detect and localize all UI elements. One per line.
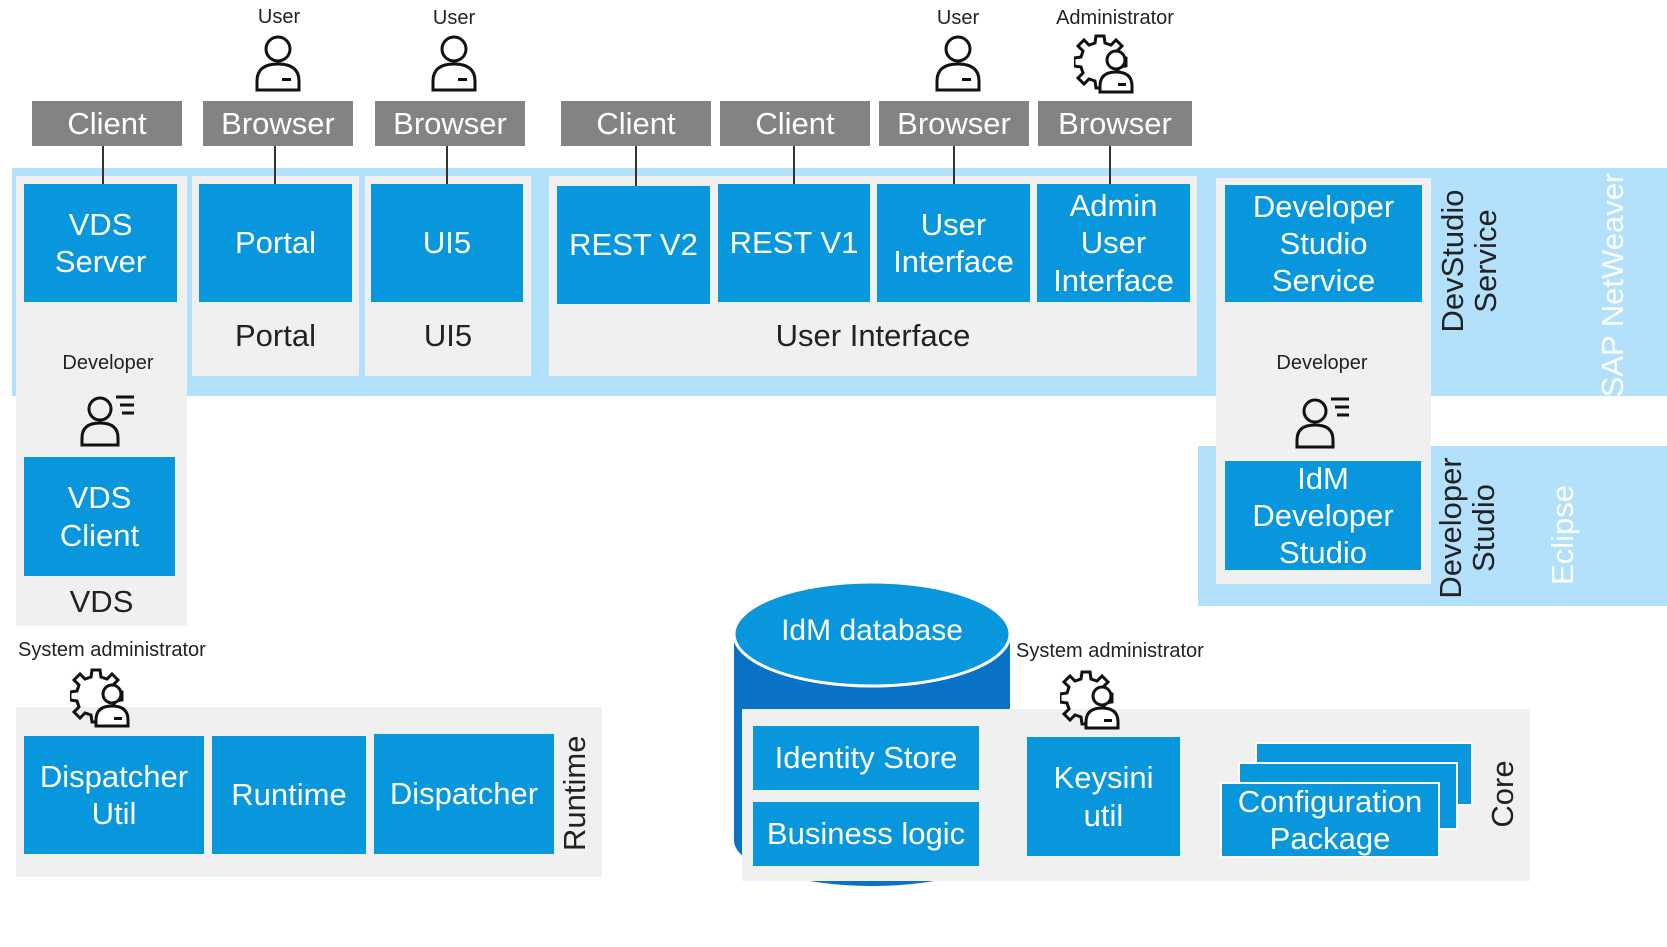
group-label-runtime: Runtime	[557, 735, 592, 851]
system-administrator-icon	[70, 666, 136, 728]
role-label-system-administrator: System administrator	[1016, 640, 1204, 662]
user-icon	[254, 33, 302, 93]
group-label-developer-studio: Developer Studio	[1433, 457, 1501, 599]
connector	[446, 146, 448, 184]
user-icon	[934, 33, 982, 93]
role-label-user-ui5: User	[432, 7, 476, 29]
browser-box: Browser	[203, 101, 353, 146]
client-box: Client	[561, 101, 711, 146]
group-label-ui5: UI5	[423, 318, 473, 353]
connector	[274, 146, 276, 184]
rest-v1-box: REST V1	[718, 184, 870, 302]
role-label-user-ui: User	[936, 7, 980, 29]
browser-box: Browser	[1038, 101, 1192, 146]
platform-label-sap-netweaver: SAP NetWeaver	[1595, 172, 1630, 398]
role-label-administrator: Administrator	[1056, 7, 1174, 29]
connector	[793, 146, 795, 184]
browser-box: Browser	[879, 101, 1029, 146]
idm-developer-studio-box: IdM Developer Studio	[1225, 461, 1421, 570]
ui5-box: UI5	[371, 184, 523, 302]
developer-icon	[80, 393, 136, 447]
dispatcher-box: Dispatcher	[374, 734, 554, 854]
configuration-package-box: Configuration Package	[1220, 782, 1440, 858]
connector	[953, 146, 955, 184]
dispatcher-util-box: Dispatcher Util	[24, 736, 204, 854]
rest-v2-box: REST V2	[557, 186, 710, 304]
client-box: Client	[32, 101, 182, 146]
group-label-portal: Portal	[235, 318, 316, 353]
user-icon	[430, 33, 478, 93]
developer-studio-service-box: Developer Studio Service	[1225, 185, 1422, 302]
client-box: Client	[720, 101, 870, 146]
role-label-developer: Developer	[1276, 352, 1368, 374]
user-interface-box: User Interface	[877, 184, 1030, 302]
group-label-core: Core	[1485, 760, 1520, 828]
vds-server-box: VDS Server	[24, 184, 177, 302]
group-label-devstudio-service: DevStudio Service	[1435, 189, 1503, 333]
runtime-box: Runtime	[212, 736, 366, 854]
browser-box: Browser	[375, 101, 525, 146]
admin-user-interface-box: Admin User Interface	[1037, 184, 1190, 302]
vds-client-box: VDS Client	[24, 457, 175, 576]
platform-label-eclipse: Eclipse	[1545, 485, 1580, 585]
connector	[102, 146, 104, 184]
portal-box: Portal	[199, 184, 352, 302]
role-label-developer: Developer	[62, 352, 154, 374]
administrator-icon	[1074, 32, 1140, 94]
role-label-system-administrator: System administrator	[18, 639, 206, 661]
connector	[635, 146, 637, 186]
keysini-util-box: Keysini util	[1027, 737, 1180, 856]
connector	[1109, 146, 1111, 184]
group-label-vds: VDS	[69, 584, 134, 619]
developer-icon	[1295, 395, 1351, 449]
group-label-user-interface: User Interface	[775, 318, 971, 353]
system-administrator-icon	[1060, 668, 1126, 730]
business-logic-box: Business logic	[753, 802, 979, 866]
role-label-user-portal: User	[257, 6, 301, 28]
idm-database-label: IdM database	[781, 614, 963, 647]
identity-store-box: Identity Store	[753, 726, 979, 790]
